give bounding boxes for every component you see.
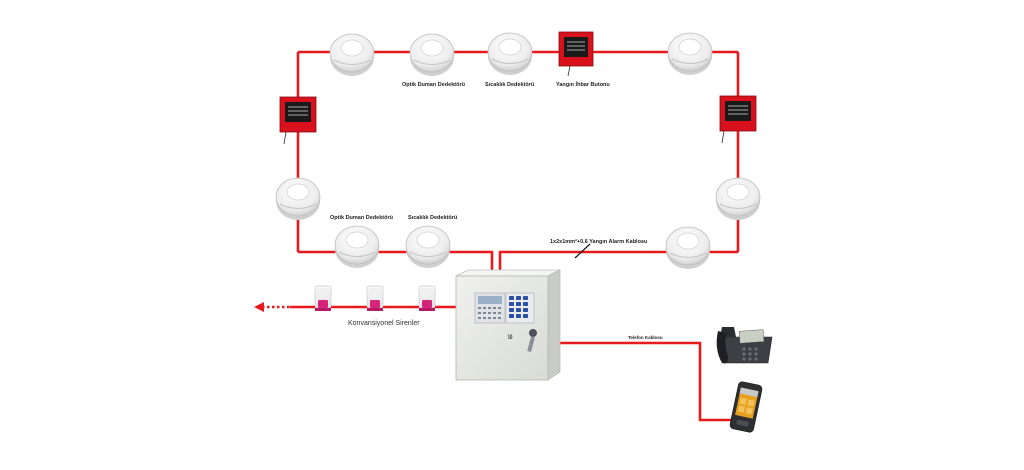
desk-phone <box>716 327 773 364</box>
cable-marker <box>574 243 591 259</box>
label-conventional-sirens: Konvansiyonel Sirenler <box>348 320 420 327</box>
panel-rfid-mark: ))) <box>508 334 513 339</box>
right-return-wire <box>498 250 738 276</box>
key-switch-icon <box>529 329 537 337</box>
label-heat-detector-top: Sıcaklık Dedektörü <box>485 82 534 88</box>
manual-call-point-top <box>558 31 594 77</box>
smoke-detector-top-1 <box>329 33 375 76</box>
smoke-detector-top-2 <box>409 33 455 76</box>
panel-display <box>478 296 502 304</box>
manual-call-point-left <box>279 96 317 145</box>
heat-detector-top <box>487 32 533 75</box>
mobile-phone <box>729 381 763 433</box>
label-phone-cable: Telefon Kablosu <box>628 335 663 340</box>
label-call-point: Yangın İhbar Butonu <box>556 81 610 88</box>
smoke-detector-right <box>715 177 761 220</box>
smoke-detector-top-right <box>667 32 713 75</box>
label-heat-detector-bottom: Sıcaklık Dedektörü <box>408 215 457 221</box>
siren-3 <box>418 285 436 311</box>
label-alarm-cable: 1x2x1mm²+0,6 Yangın Alarm Kablosu <box>550 238 647 245</box>
siren-1 <box>314 285 332 311</box>
smoke-detector-bottom-right <box>665 226 711 269</box>
fire-alarm-control-panel: ))) <box>455 269 561 381</box>
heat-detector-bottom <box>405 225 451 268</box>
label-optical-detector-top: Optik Duman Dedektörü <box>402 82 465 88</box>
smoke-detector-left <box>275 177 321 220</box>
manual-call-point-right <box>719 95 757 144</box>
siren-2 <box>366 285 384 311</box>
arrow-left-icon <box>254 302 264 312</box>
smoke-detector-bottom <box>334 225 380 268</box>
siren-line-continuation <box>254 302 290 312</box>
label-optical-detector-bottom: Optik Duman Dedektörü <box>330 215 393 221</box>
phone-wire <box>560 341 740 422</box>
